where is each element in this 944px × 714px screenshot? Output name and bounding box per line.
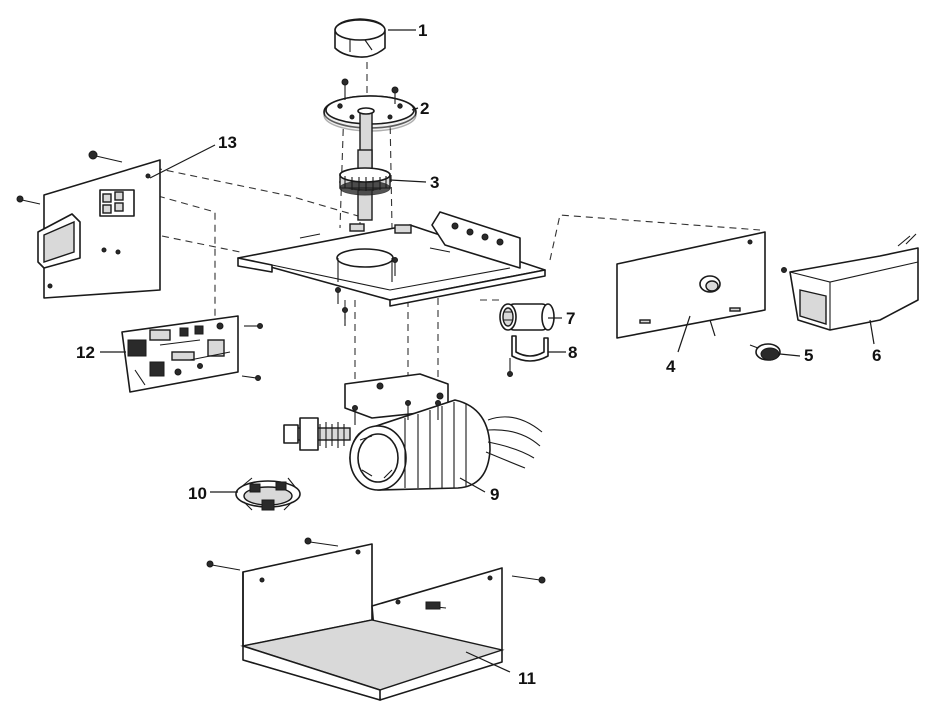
callout-6: 6 <box>872 346 881 365</box>
callout-2: 2 <box>420 99 429 118</box>
callout-12: 12 <box>76 343 95 362</box>
part-6-light-lens <box>781 233 919 331</box>
callout-11: 11 <box>518 669 536 688</box>
callout-labels: 1 2 3 13 4 5 6 7 8 9 10 12 11 <box>76 21 881 688</box>
part-10-rpm-sensor <box>235 477 301 511</box>
callout-1: 1 <box>418 21 427 40</box>
callout-8: 8 <box>568 343 577 362</box>
part-3-drive-gear <box>339 149 391 221</box>
callout-4: 4 <box>666 357 676 376</box>
callout-3: 3 <box>430 173 439 192</box>
callout-10: 10 <box>188 484 207 503</box>
part-13-board-panel <box>16 150 161 299</box>
chassis-screws <box>335 257 398 326</box>
callout-13: 13 <box>218 133 237 152</box>
part-11-cover-tray <box>206 537 546 701</box>
part-9-motor <box>283 373 543 491</box>
part-12-circuit-board <box>121 315 263 393</box>
part-8-capacitor-bracket <box>507 335 549 377</box>
callout-leader-lines <box>100 29 875 673</box>
chassis-frame <box>237 211 546 307</box>
callout-5: 5 <box>804 346 813 365</box>
part-7-capacitor <box>499 303 555 331</box>
part-4-end-panel <box>616 231 766 339</box>
part-5-knob <box>749 343 781 361</box>
part-1-cap <box>334 18 386 58</box>
callout-9: 9 <box>490 485 499 504</box>
callout-7: 7 <box>566 309 575 328</box>
